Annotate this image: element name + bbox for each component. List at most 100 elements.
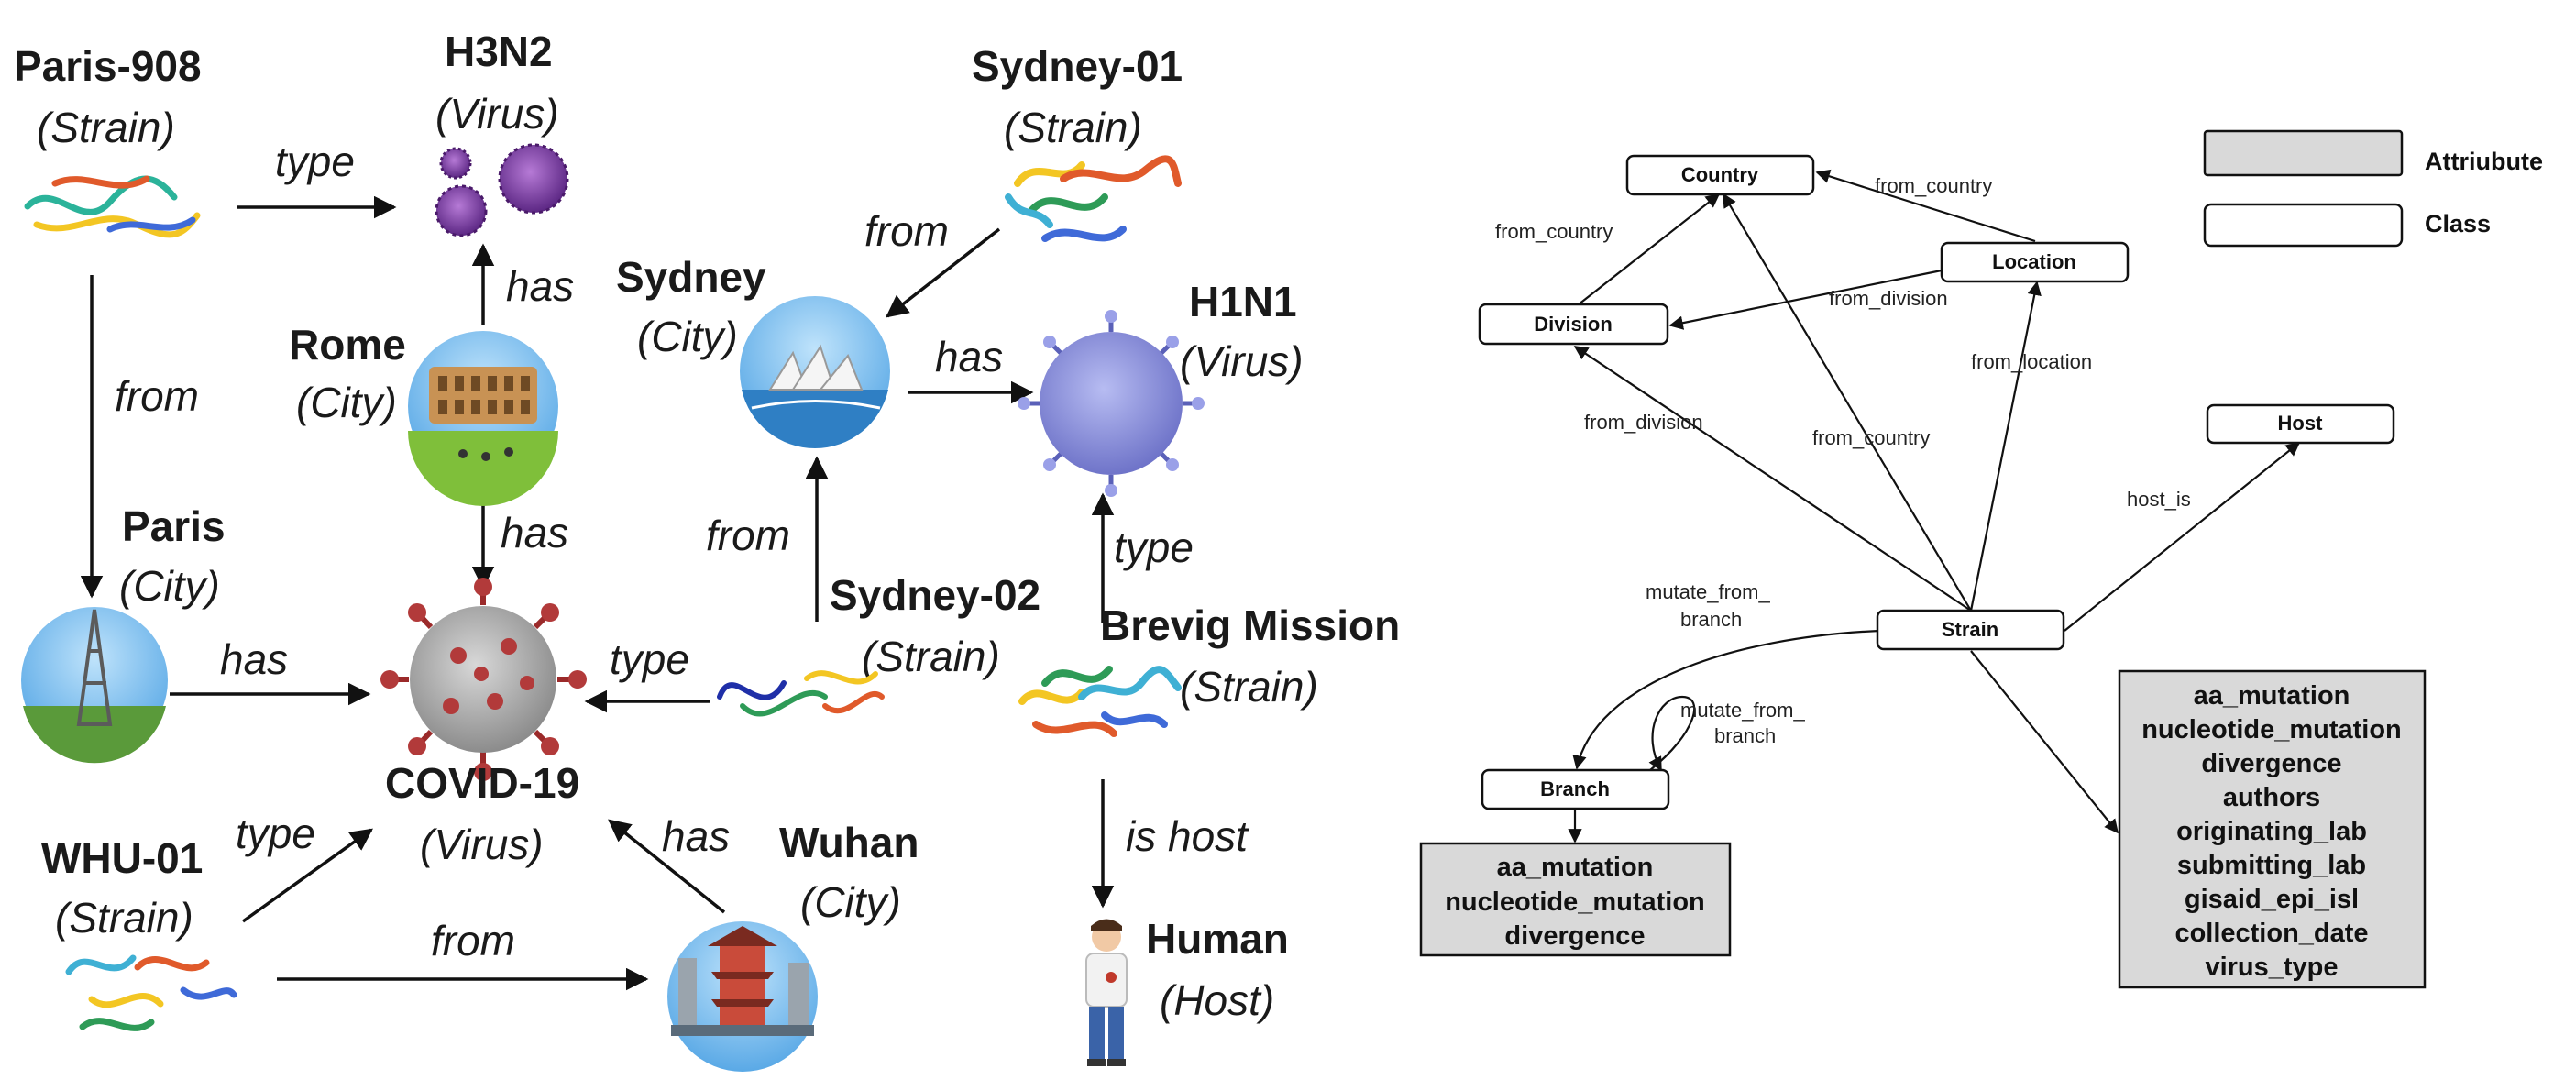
edge-location-country	[1815, 169, 2036, 243]
schema-edge-label: mutate_from_	[1680, 699, 1805, 722]
entity-type: (City)	[296, 379, 397, 426]
edge-sydney01-sydney	[886, 227, 1001, 318]
entity-type: (Strain)	[55, 894, 193, 942]
entity-name: COVID-19	[385, 759, 579, 807]
protein-structure-icon	[65, 954, 237, 1031]
edge-strain-attributes	[1970, 650, 2119, 834]
relation-label: has	[501, 509, 568, 557]
schema-edge-label: host_is	[2127, 488, 2191, 511]
relation-label: type	[236, 810, 315, 857]
entity-h3n2: H3N2 (Virus)	[435, 28, 569, 237]
schema-edge-label: from_country	[1812, 426, 1930, 449]
schema-edge-label: mutate_from_	[1646, 580, 1770, 603]
attribute-label: aa_mutation	[1497, 853, 1654, 882]
relation-label: has	[220, 635, 288, 683]
entity-name: H3N2	[445, 28, 553, 75]
attribute-label: nucleotide_mutation	[1445, 887, 1705, 917]
relation-label: type	[1114, 523, 1194, 571]
schema-edge-labels: from_country from_country from_division …	[1495, 174, 2191, 747]
protein-structure-icon	[717, 670, 885, 717]
edge-strain-division	[1573, 346, 1972, 612]
h1n1-virus-icon	[1018, 310, 1205, 497]
entity-name: WHU-01	[41, 834, 203, 882]
edge-strain-branch	[1572, 629, 1880, 770]
kg-relation-labels: type from has has has from has from type…	[115, 138, 1249, 964]
legend-class-label: Class	[2425, 210, 2491, 237]
schema-edge-label: from_country	[1495, 220, 1613, 243]
attribute-label: originating_lab	[2176, 817, 2367, 846]
entity-rome: Rome (City)	[289, 321, 558, 506]
attribute-label: nucleotide_mutation	[2141, 715, 2402, 744]
kg-edges	[80, 195, 1115, 991]
entity-sydney: Sydney (City)	[616, 253, 890, 448]
legend-class-swatch	[2203, 203, 2404, 248]
edge-strain-location	[1969, 281, 2042, 612]
schema-edge-label: from_division	[1829, 287, 1948, 310]
entity-covid-19: COVID-19 (Virus)	[380, 578, 587, 868]
attribute-label: aa_mutation	[2194, 681, 2350, 711]
relation-label: has	[935, 333, 1003, 380]
entity-paris-908: Paris-908 (Strain)	[14, 42, 202, 238]
edge-branch-self	[1648, 695, 1696, 772]
schema-class-nodes: Country Location Division Host Strain Br…	[1478, 154, 2395, 810]
sydney-opera-house-icon	[740, 296, 890, 448]
legend-attribute-swatch	[2203, 129, 2404, 177]
entity-type: (Virus)	[1180, 337, 1304, 385]
class-label: Host	[2278, 412, 2324, 435]
attribute-label: collection_date	[2174, 919, 2368, 948]
schema-edges	[1568, 169, 2301, 843]
human-host-icon	[1085, 919, 1128, 1066]
relation-label: is host	[1126, 812, 1249, 860]
class-label: Location	[1992, 250, 2076, 273]
legend-attribute-label: Attriubute	[2425, 148, 2543, 175]
eiffel-tower-icon	[21, 607, 168, 764]
protein-structure-icon	[1018, 666, 1182, 737]
entity-type: (Strain)	[1180, 663, 1318, 711]
relation-label: has	[662, 812, 730, 860]
class-node-division: Division	[1478, 303, 1669, 346]
entity-wuhan: Wuhan (City)	[667, 819, 919, 1072]
entity-type: (Strain)	[1004, 104, 1142, 151]
edge-division-country	[1578, 193, 1721, 305]
class-node-location: Location	[1940, 241, 2130, 283]
protein-structure-icon	[24, 175, 201, 238]
attribute-label: divergence	[1504, 921, 1645, 951]
relation-label: has	[506, 262, 574, 310]
rome-colosseum-icon	[408, 331, 558, 506]
entity-name: Sydney-02	[830, 571, 1040, 619]
entity-sydney-01: Sydney-01 (Strain)	[972, 42, 1183, 242]
relation-label: type	[275, 138, 355, 185]
entity-type: (Virus)	[435, 90, 559, 138]
schema-edge-label: from_country	[1875, 174, 1992, 197]
attribute-label: gisaid_epi_isl	[2185, 885, 2359, 914]
entity-name: Sydney	[616, 253, 766, 301]
schema-edge-label: branch	[1680, 608, 1742, 631]
entity-name: Sydney-01	[972, 42, 1183, 90]
entity-h1n1: H1N1 (Virus)	[1018, 278, 1304, 497]
class-node-branch: Branch	[1481, 768, 1670, 810]
entity-name: Human	[1146, 915, 1289, 963]
entity-name: Paris	[122, 502, 226, 550]
entity-name: Wuhan	[779, 819, 919, 866]
schema-edge-label: from_division	[1584, 411, 1703, 434]
relation-label: type	[610, 635, 689, 683]
class-node-strain: Strain	[1876, 609, 2065, 651]
entity-name: Paris-908	[14, 42, 202, 90]
edge-strain-country	[1723, 193, 1972, 612]
entity-name: Brevig Mission	[1100, 601, 1400, 649]
entity-name: H1N1	[1189, 278, 1297, 325]
wuhan-pagoda-icon	[667, 921, 818, 1072]
entity-type: (Host)	[1160, 976, 1274, 1024]
covid-virus-icon	[380, 578, 587, 781]
entity-brevig-mission: Brevig Mission (Strain)	[1018, 601, 1400, 737]
entity-type: (Strain)	[862, 633, 1000, 680]
relation-label: from	[431, 917, 515, 964]
entity-type: (Strain)	[37, 104, 175, 151]
class-node-country: Country	[1625, 154, 1815, 196]
entity-type: (City)	[800, 878, 901, 926]
entity-sydney-02: Sydney-02 (Strain)	[717, 571, 1040, 717]
entity-human: Human (Host)	[1085, 915, 1289, 1066]
entity-paris: Paris (City)	[21, 502, 226, 764]
entity-type: (Virus)	[420, 821, 544, 868]
